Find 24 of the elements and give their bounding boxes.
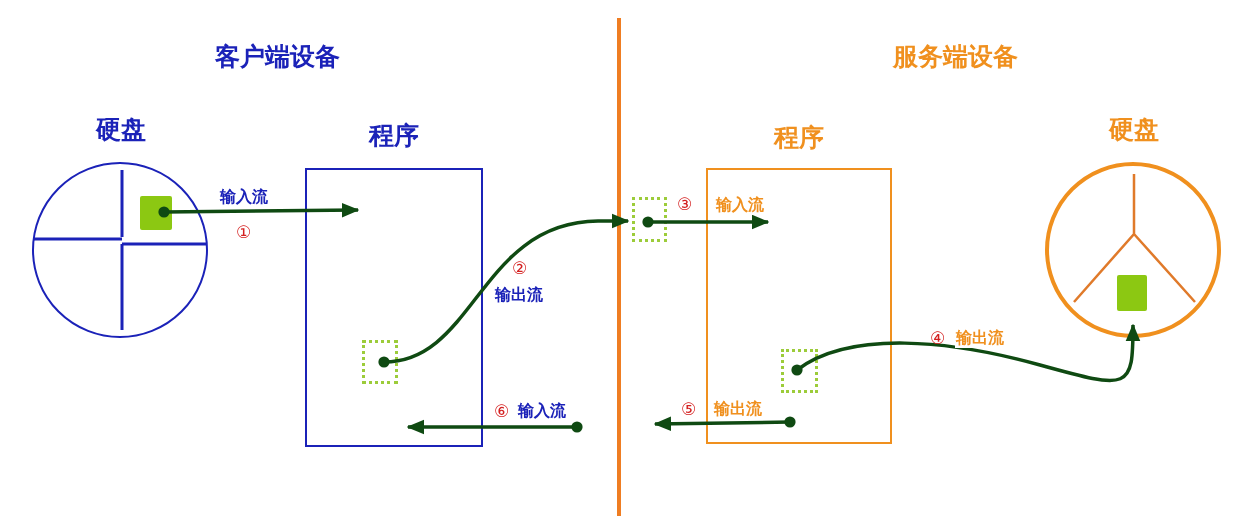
section-title: 服务端设备 <box>893 41 1018 73</box>
step-number: ③ <box>677 194 693 214</box>
heading: 硬盘 <box>96 115 146 144</box>
edge-label: 输入流 <box>715 195 765 215</box>
step-number: ② <box>512 258 528 278</box>
arrow <box>642 214 770 230</box>
heading: 程序 <box>369 121 419 150</box>
arrow <box>791 323 1141 383</box>
edge-label: 输出流 <box>955 328 1005 348</box>
arrow <box>378 213 630 368</box>
edge-label: 输出流 <box>494 285 544 305</box>
step-number: ④ <box>930 328 946 348</box>
edge-label: 输入流 <box>517 401 567 421</box>
arrow <box>158 202 360 218</box>
step-number: ⑥ <box>494 401 510 421</box>
section-title: 客户端设备 <box>215 41 340 73</box>
heading: 硬盘 <box>1109 115 1159 144</box>
step-number: ① <box>236 222 252 242</box>
step-number: ⑤ <box>681 399 697 419</box>
heading: 程序 <box>774 123 824 152</box>
arrow <box>406 419 583 435</box>
edge-label: 输出流 <box>713 399 763 419</box>
edge-label: 输入流 <box>219 187 269 207</box>
arrow <box>653 416 796 432</box>
